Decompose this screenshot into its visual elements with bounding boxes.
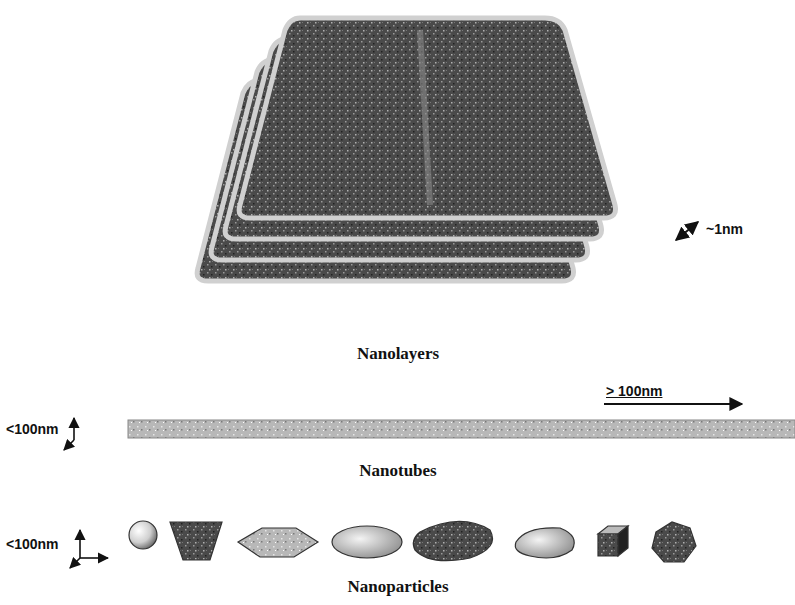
- length-label: > 100nm: [606, 384, 662, 399]
- diameter-label: <100nm: [6, 422, 59, 437]
- caption-label: Nanoparticles: [347, 578, 448, 597]
- tube-axes: [64, 418, 74, 450]
- caption-label: Nanotubes: [359, 462, 436, 481]
- nanoparticle-row: [129, 521, 696, 562]
- thickness-arrow: [676, 222, 698, 240]
- caption-label: Nanolayers: [357, 345, 439, 364]
- size-label: <100nm: [6, 537, 59, 552]
- particle-axes: [70, 530, 108, 568]
- thickness-label: ~1nm: [706, 222, 743, 237]
- nanolayer-stack: [197, 18, 615, 281]
- nanotube-bar: [128, 420, 795, 438]
- length-arrow: [604, 403, 742, 405]
